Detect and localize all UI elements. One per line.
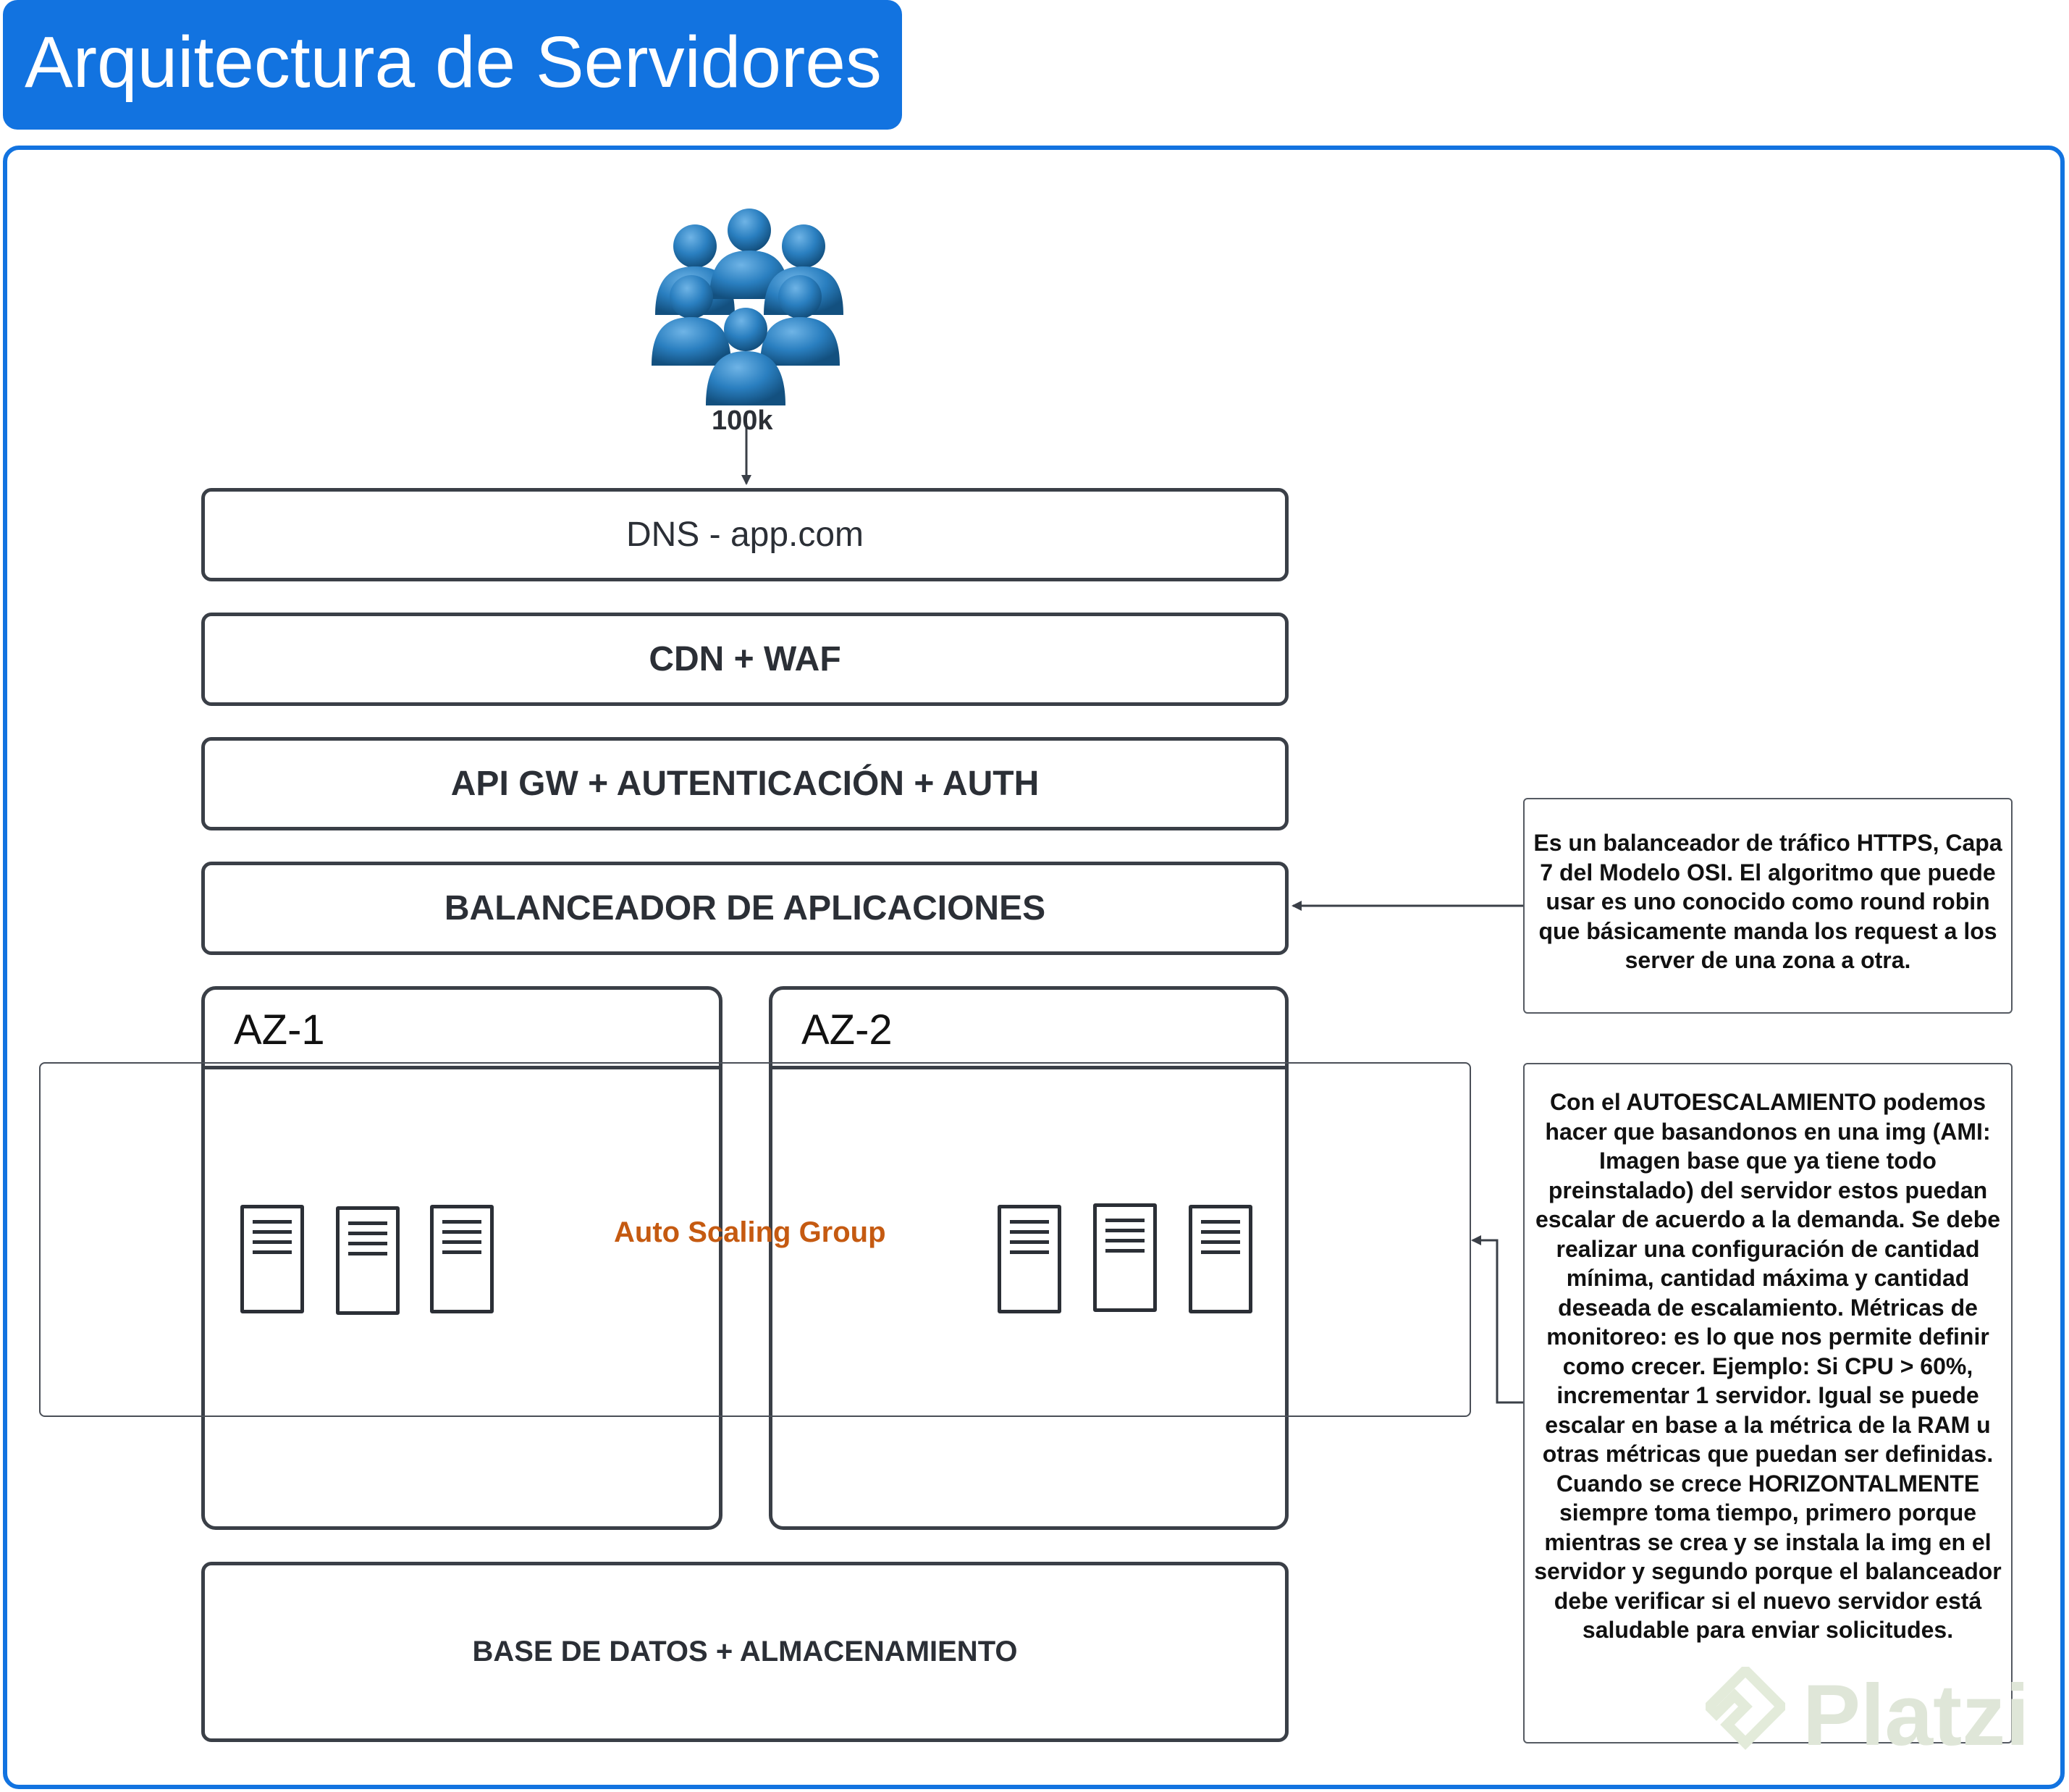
az1-label: AZ-1 bbox=[234, 1006, 325, 1053]
balancer-note-text: Es un balanceador de tráfico HTTPS, Capa… bbox=[1533, 830, 2002, 973]
balancer-note: Es un balanceador de tráfico HTTPS, Capa… bbox=[1523, 798, 2013, 1014]
load-balancer-layer: BALANCEADOR DE APLICACIONES bbox=[201, 862, 1289, 955]
platzi-logo-icon bbox=[1706, 1667, 1785, 1750]
server-icon bbox=[430, 1205, 494, 1313]
user-group-icon bbox=[652, 209, 843, 405]
load-balancer-label: BALANCEADOR DE APLICACIONES bbox=[444, 889, 1046, 927]
server-icon bbox=[998, 1205, 1061, 1313]
auto-scaling-group-label: Auto Scaling Group bbox=[614, 1216, 886, 1248]
database-storage-label: BASE DE DATOS + ALMACENAMIENTO bbox=[472, 1636, 1018, 1667]
server-icon bbox=[1189, 1205, 1252, 1313]
az2-header: AZ-2 bbox=[772, 990, 1285, 1069]
database-storage-layer: BASE DE DATOS + ALMACENAMIENTO bbox=[201, 1562, 1289, 1742]
availability-zone-1: AZ-1 bbox=[201, 986, 722, 1530]
availability-zone-2: AZ-2 bbox=[769, 986, 1289, 1530]
autoscaling-note: Con el AUTOESCALAMIENTO podemos hacer qu… bbox=[1523, 1063, 2013, 1743]
api-gateway-layer: API GW + AUTENTICACIÓN + AUTH bbox=[201, 737, 1289, 830]
dns-layer-label: DNS - app.com bbox=[625, 516, 864, 554]
cdn-waf-label: CDN + WAF bbox=[649, 640, 841, 678]
server-icon bbox=[336, 1206, 400, 1315]
server-icon bbox=[240, 1205, 304, 1313]
az2-label: AZ-2 bbox=[801, 1006, 893, 1053]
platzi-watermark: Platzi bbox=[1803, 1667, 2030, 1764]
api-gateway-label: API GW + AUTENTICACIÓN + AUTH bbox=[450, 765, 1040, 803]
dns-layer: DNS - app.com bbox=[201, 488, 1289, 581]
server-icon bbox=[1093, 1203, 1157, 1312]
auto-scaling-group bbox=[39, 1062, 1471, 1417]
autoscaling-note-text: Con el AUTOESCALAMIENTO podemos hacer qu… bbox=[1534, 1089, 2002, 1643]
az1-header: AZ-1 bbox=[205, 990, 719, 1069]
page-title: Arquitectura de Servidores bbox=[3, 0, 902, 130]
users-count-label: 100k bbox=[712, 405, 773, 436]
diagram-frame bbox=[3, 146, 2065, 1789]
cdn-waf-layer: CDN + WAF bbox=[201, 613, 1289, 706]
